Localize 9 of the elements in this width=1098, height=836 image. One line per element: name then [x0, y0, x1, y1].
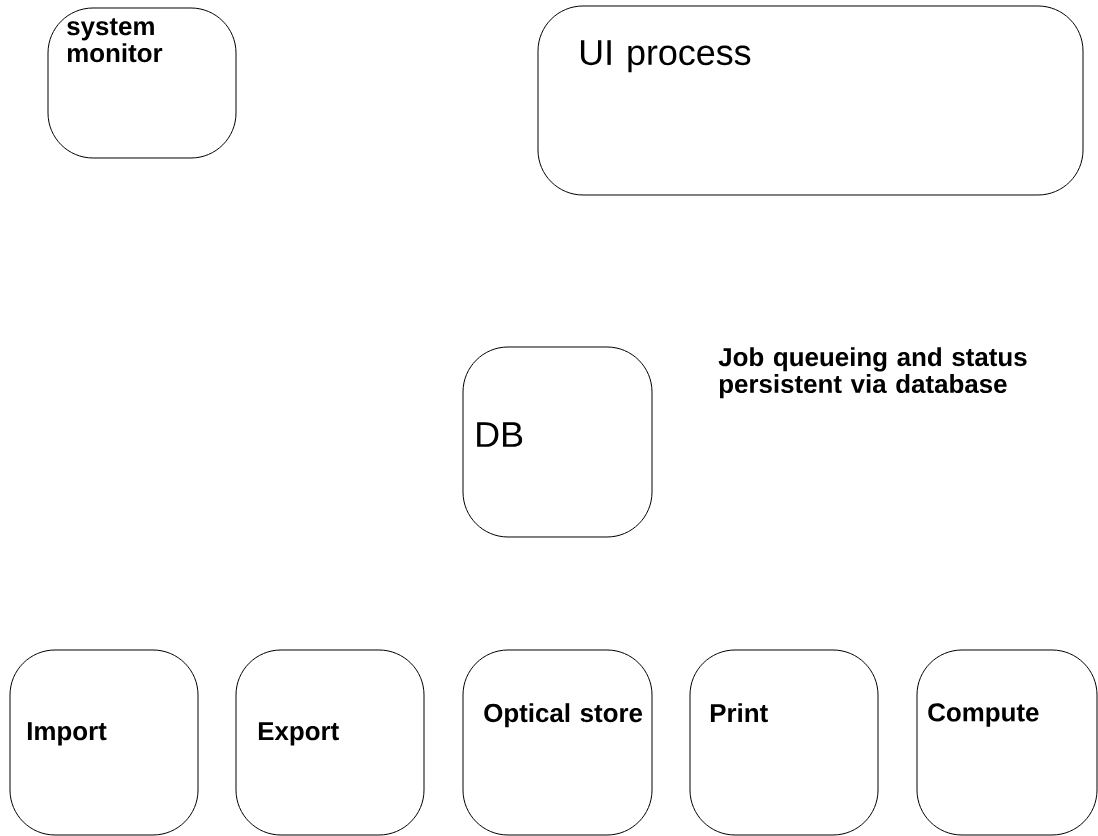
rounded-box: system monitor [47, 7, 237, 159]
rounded-box: Print [689, 649, 879, 836]
rounded-box: Optical store [462, 649, 653, 836]
rounded-box: DB [462, 346, 653, 538]
rounded-box: Import [9, 649, 199, 836]
rounded-box: Compute [916, 649, 1098, 836]
rounded-box: Export [235, 649, 425, 836]
rounded-box: UI process [537, 5, 1084, 196]
note-text: Job queueing and status persistent via database [718, 347, 1027, 399]
